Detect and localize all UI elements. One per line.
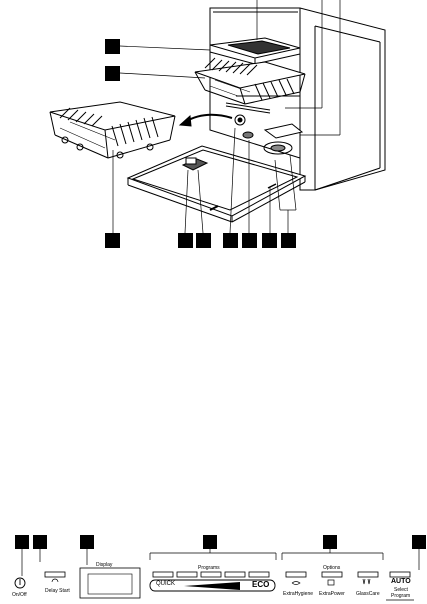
callout-box [80, 535, 94, 549]
callout-box [105, 39, 120, 54]
dishwasher-illustration [49, 7, 386, 223]
eco-meter [149, 579, 276, 592]
control-panel [14, 535, 426, 601]
program-buttons[interactable] [152, 571, 270, 578]
detergent-dispenser [181, 157, 209, 171]
panel-leader-lines [21, 549, 420, 576]
panel-callouts [15, 535, 426, 549]
option-1-caption: ExtraHygiene [283, 591, 314, 597]
auto-button[interactable] [386, 571, 414, 601]
callout-box [196, 233, 211, 248]
programs-group-label: Programs [198, 565, 220, 571]
program-button[interactable] [200, 571, 222, 578]
callout-box [15, 535, 29, 549]
auto-label: AUTO [391, 578, 411, 585]
option-3-caption: GlassCare [356, 591, 380, 597]
callout-box [262, 233, 277, 248]
auto-caption-2: Program [391, 593, 411, 599]
removal-arrow [178, 113, 233, 127]
option-button[interactable] [285, 571, 307, 578]
tub-floor [234, 114, 304, 155]
option-button[interactable] [321, 571, 343, 578]
callout-box [105, 66, 120, 81]
callout-box [105, 233, 120, 248]
glass-care-icon [362, 578, 371, 585]
callout-box [323, 535, 337, 549]
callout-box [178, 233, 193, 248]
cutlery-tray [209, 37, 301, 65]
program-button[interactable] [224, 571, 246, 578]
upper-leader-lines [112, 0, 341, 234]
upper-spray-arm [225, 95, 300, 114]
callout-box [412, 535, 426, 549]
eco-left-label: QUICK [156, 581, 176, 587]
delay-start-caption: Delay Start [45, 588, 70, 594]
extra-hygiene-icon [291, 581, 301, 585]
auto-caption-1: Select [394, 587, 408, 593]
option-button[interactable] [357, 571, 379, 578]
callout-box [242, 233, 257, 248]
callout-box [33, 535, 47, 549]
callout-box [223, 233, 238, 248]
delay-start-button[interactable] [44, 571, 66, 583]
lower-basket [49, 101, 176, 159]
program-button[interactable] [152, 571, 174, 578]
option-2-caption: ExtraPower [319, 591, 345, 597]
extra-power-icon [327, 579, 335, 586]
display-area [79, 567, 141, 599]
callout-box [203, 535, 217, 549]
upper-callouts [105, 39, 296, 248]
display-group-label: Display [96, 562, 113, 568]
callout-box [281, 233, 296, 248]
power-button[interactable] [14, 577, 26, 589]
program-button[interactable] [248, 571, 270, 578]
eco-right-label: ECO [252, 580, 270, 589]
option-buttons[interactable] [285, 571, 379, 586]
program-button[interactable] [176, 571, 198, 578]
options-group-label: Options [323, 565, 341, 571]
power-caption: On/Off [12, 592, 27, 598]
open-door [126, 145, 307, 223]
